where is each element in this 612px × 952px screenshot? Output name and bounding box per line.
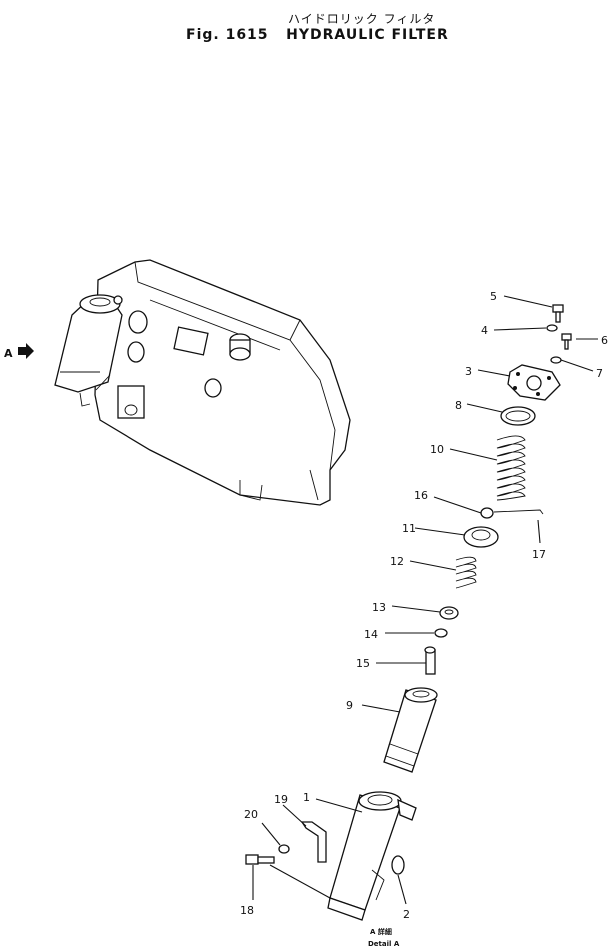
part-19-pipe [300, 821, 327, 863]
part-20-o-ring [278, 844, 290, 854]
part-label-4: 4 [481, 324, 488, 337]
detail-caption: A 詳細 Detail A [368, 927, 400, 948]
leader-lines [252, 295, 598, 905]
hydraulic-tank-illustration [54, 259, 351, 506]
figure-name: HYDRAULIC FILTER [286, 27, 449, 43]
part-label-1: 1 [303, 791, 310, 804]
part-18-plug [245, 854, 275, 865]
view-arrow-a: A [4, 343, 34, 360]
part-label-6: 6 [601, 334, 608, 347]
part-16-nut [480, 507, 494, 519]
part-label-7: 7 [596, 367, 603, 380]
part-label-16: 16 [414, 489, 428, 502]
part-label-19: 19 [274, 793, 288, 806]
part-label-5: 5 [490, 290, 497, 303]
part-labels: 5 4 6 3 7 8 10 16 17 11 12 13 14 15 9 1 … [240, 290, 608, 921]
part-label-15: 15 [356, 657, 370, 670]
part-12-spring [455, 556, 477, 589]
detail-caption-en: Detail A [368, 940, 400, 948]
part-label-18: 18 [240, 904, 254, 917]
part-label-12: 12 [390, 555, 404, 568]
part-label-3: 3 [465, 365, 472, 378]
detail-caption-jp: A 詳細 [370, 927, 392, 936]
title-japanese: ハイドロリック フィルタ [288, 12, 436, 26]
part-15-valve-stem [424, 646, 436, 675]
part-14-washer [434, 628, 448, 638]
part-17-pin [493, 509, 544, 515]
part-13-retainer [439, 606, 459, 620]
part-label-8: 8 [455, 399, 462, 412]
part-label-14: 14 [364, 628, 378, 641]
part-8-o-ring [500, 406, 536, 426]
figure-title: Fig. 1615 HYDRAULIC FILTER [186, 27, 449, 43]
part-10-spring [496, 435, 526, 501]
view-marker-label: A [4, 347, 13, 360]
part-label-17: 17 [532, 548, 546, 561]
arrow-right-icon [18, 343, 34, 359]
part-4-washer [546, 324, 558, 332]
part-3-cover [507, 364, 561, 401]
figure-number: Fig. 1615 [186, 27, 269, 43]
part-1-filter-case [327, 791, 417, 921]
part-label-2: 2 [403, 908, 410, 921]
part-7-washer [550, 356, 562, 364]
part-5-bolt [552, 304, 564, 323]
part-label-13: 13 [372, 601, 386, 614]
part-label-20: 20 [244, 808, 258, 821]
part-9-filter-element [383, 687, 438, 773]
part-label-11: 11 [402, 522, 416, 535]
part-label-10: 10 [430, 443, 444, 456]
part-2-o-ring [391, 855, 405, 875]
part-11-seat [463, 526, 499, 548]
part-label-9: 9 [346, 699, 353, 712]
part-6-bolt [561, 333, 572, 350]
